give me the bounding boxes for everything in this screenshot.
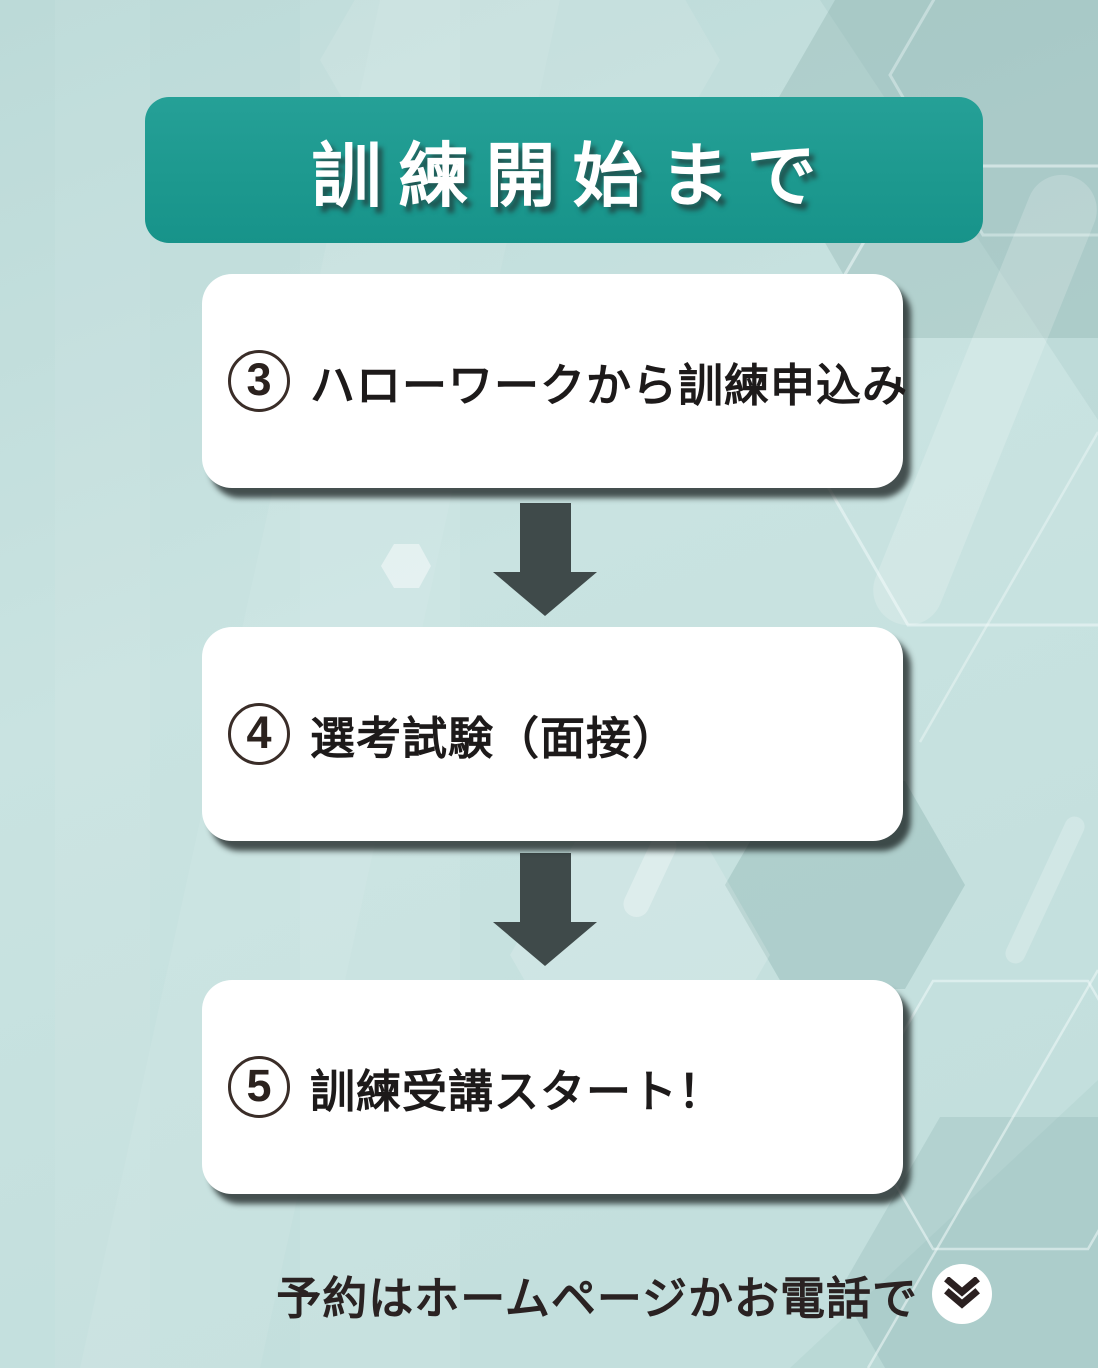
step-label: 選考試験（面接） xyxy=(310,712,679,764)
double-chevron-down-icon xyxy=(944,1277,980,1309)
footer-note: 予約はホームページかお電話で xyxy=(276,1272,918,1324)
step-card-apply: 3 ハローワークから訓練申込み xyxy=(202,274,907,488)
step-number-badge: 3 xyxy=(228,350,290,412)
footer-row: 予約はホームページかお電話で xyxy=(0,1262,1098,1326)
page-title: 訓練開始まで xyxy=(311,136,834,215)
step-number-badge: 5 xyxy=(228,1056,290,1118)
down-arrow-icon xyxy=(493,503,598,616)
step-card-exam: 4 選考試験（面接） xyxy=(202,627,903,841)
down-arrow-head xyxy=(493,572,597,616)
step-label: 訓練受講スタート！ xyxy=(310,1065,725,1117)
step-number-badge: 4 xyxy=(228,703,290,765)
step-label: ハローワークから訓練申込み xyxy=(310,359,909,411)
down-arrow-shaft xyxy=(520,853,571,923)
down-arrow-icon xyxy=(493,853,598,966)
header-banner: 訓練開始まで xyxy=(145,97,983,243)
scroll-more-button[interactable] xyxy=(932,1264,992,1324)
step-card-start: 5 訓練受講スタート！ xyxy=(202,980,903,1194)
down-arrow-shaft xyxy=(520,503,571,573)
down-arrow-head xyxy=(493,922,597,966)
